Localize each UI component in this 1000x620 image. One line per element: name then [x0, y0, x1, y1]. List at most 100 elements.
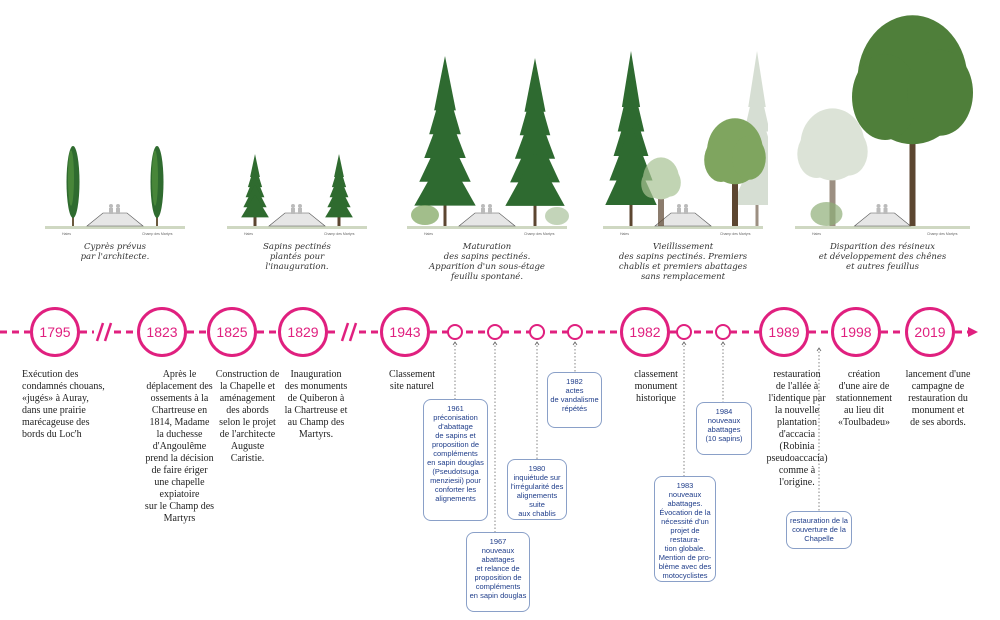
- scene-label-left: Haies: [620, 232, 629, 236]
- scene-caption-line: sans remplacement: [640, 272, 726, 282]
- year-description-line: Auguste: [230, 441, 265, 452]
- scene-caption-line: et développement des chênes: [818, 252, 947, 262]
- year-description-line: dans une prairie: [22, 405, 86, 416]
- event-note-line: nouveaux: [481, 546, 515, 555]
- year-description-line: la nouvelle: [774, 405, 820, 416]
- year-description-line: déplacement des: [146, 381, 213, 392]
- event-marker: [567, 324, 583, 340]
- event-note-line: abattages.: [667, 499, 703, 508]
- timeline-break: [348, 322, 358, 342]
- event-note-line: et relance de: [476, 564, 520, 573]
- year-marker-1989: 1989: [759, 307, 809, 357]
- event-marker: [447, 324, 463, 340]
- event-note-line: aux chablis: [518, 509, 556, 518]
- year-description-line: une chapelle: [154, 477, 205, 488]
- event-note-line: nécessité d'un: [661, 517, 709, 526]
- year-description-line: de Quiberon à: [287, 393, 345, 404]
- event-note-line: nouveaux: [668, 490, 702, 499]
- timeline-arrowhead: [968, 327, 978, 337]
- year-description-line: l'identique par: [768, 393, 826, 404]
- event-note-line: 1982: [566, 377, 583, 386]
- event-note-line: Mention de pro-: [658, 553, 712, 562]
- event-note-line: restauration de la: [790, 516, 848, 525]
- year-description-line: l'origine.: [779, 477, 815, 488]
- year-description-line: Martyrs.: [298, 429, 334, 440]
- event-leader-arrow: [452, 341, 458, 346]
- scene-label-right: Champ des Martyrs: [927, 232, 958, 236]
- event-note-line: abattages: [481, 555, 515, 564]
- year-description-line: sur le Champ des: [144, 501, 215, 512]
- scene-label-left: Haies: [244, 232, 253, 236]
- event-note-line: en sapin douglas: [427, 458, 484, 467]
- year-description-line: restauration du: [908, 393, 968, 404]
- year-description-line: la Chapelle et: [220, 381, 275, 392]
- event-note-line: 1984: [715, 407, 733, 416]
- event-leader-arrow: [572, 341, 578, 346]
- year-marker-1823: 1823: [137, 307, 187, 357]
- event-leader-arrow: [492, 341, 498, 346]
- scene-caption-line: des sapins pectinés.: [443, 252, 531, 262]
- year-description-line: la Chartreuse et: [284, 405, 348, 416]
- scene-illustration: [603, 51, 768, 229]
- scene-illustration: [45, 146, 185, 229]
- event-note-line: alignements suite: [516, 491, 558, 509]
- year-description-line: Inauguration: [290, 369, 342, 380]
- event-note-line: (Pseudotsuga: [432, 467, 479, 476]
- year-description-line: «jugés» à Auray,: [22, 393, 89, 404]
- event-note-line: conforter les: [434, 485, 477, 494]
- scene-label-right: Champ des Martyrs: [720, 232, 751, 236]
- year-description-line: ossements à la: [150, 393, 209, 404]
- scene-caption-line: Apparition d'un sous-étage: [429, 262, 545, 272]
- year-marker-1825: 1825: [207, 307, 257, 357]
- year-description-line: la duchesse: [156, 429, 203, 440]
- event-note-line: l'irrégularité des: [510, 482, 564, 491]
- year-description-line: Construction de: [215, 369, 280, 380]
- year-marker-1998: 1998: [831, 307, 881, 357]
- year-description-line: (Robinia: [779, 441, 815, 452]
- year-description-line: condamnés chouans,: [22, 381, 105, 392]
- year-description-line: prend la décision: [145, 453, 214, 464]
- scene-caption-line: feuillu spontané.: [450, 272, 524, 282]
- event-note-line: répétés: [561, 404, 588, 413]
- year-description-line: monument: [634, 381, 678, 392]
- event-note-line: couverture de la: [792, 525, 846, 534]
- year-marker-1982: 1982: [620, 307, 670, 357]
- year-description-line: classement: [634, 369, 678, 380]
- year-description-line: des abords: [226, 405, 269, 416]
- year-description-line: marécageuse des: [22, 417, 90, 428]
- year-description-line: des monuments: [284, 381, 348, 392]
- year-description-line: historique: [636, 393, 676, 404]
- scene-label-right: Champ des Martyrs: [324, 232, 355, 236]
- year-description-line: stationnement: [835, 393, 893, 404]
- scene-illustration: [795, 15, 973, 229]
- event-note-line: actes: [565, 386, 584, 395]
- event-marker: [487, 324, 503, 340]
- year-marker-1829: 1829: [278, 307, 328, 357]
- event-note-line: 1967: [489, 537, 507, 546]
- event-note-line: d'abattage: [438, 422, 473, 431]
- scene-caption-line: et autres feuillus: [846, 262, 919, 272]
- event-note-line: proposition de: [431, 440, 480, 449]
- event-marker: [676, 324, 692, 340]
- year-description-line: lancement d'une: [905, 369, 971, 380]
- event-note-line: Chapelle: [804, 534, 834, 543]
- year-description-line: 1814, Madame: [149, 417, 210, 428]
- event-note-line: compléments: [433, 449, 478, 458]
- year-description-line: monument et: [911, 405, 965, 416]
- year-description-line: de l'architecte: [219, 429, 276, 440]
- scene-label-right: Champ des Martyrs: [142, 232, 173, 236]
- event-leader-arrow: [816, 347, 822, 352]
- timeline-break: [103, 322, 113, 342]
- year-description-line: comme à: [778, 465, 816, 476]
